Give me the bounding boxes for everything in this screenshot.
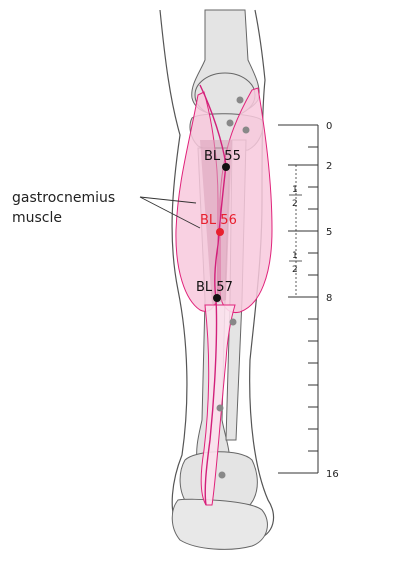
- annotation-leader-lower: [139, 196, 201, 229]
- acupoint-label-bl56: BL 56: [200, 213, 237, 228]
- meridian-line: [199, 84, 227, 506]
- scale-label-0: 0: [326, 121, 332, 132]
- fraction-bottom-den: 2: [292, 265, 298, 275]
- scale-label-16: 16: [326, 469, 339, 480]
- landmark-dot-lower-fibula: [216, 404, 224, 412]
- fraction-top-num: 1: [292, 185, 298, 195]
- muscle-annotation: gastrocnemius muscle: [12, 190, 201, 229]
- acupoint-label-bl57: BL 57: [196, 280, 233, 295]
- scale-label-2: 2: [326, 161, 332, 172]
- acupoint-dot-bl57: [213, 294, 221, 302]
- acupoints: BL 55 BL 56 BL 57: [196, 149, 241, 302]
- achilles-tendon: [200, 304, 236, 506]
- landmark-dot-mid-fibula: [229, 318, 237, 326]
- scale-label-8: 8: [326, 293, 332, 304]
- landmark-dot-ankle: [218, 471, 226, 479]
- annotation-leader-upper: [139, 196, 197, 204]
- gastrocnemius-muscle: [175, 87, 273, 506]
- fraction-bottom-num: 1: [292, 251, 298, 261]
- landmark-dot-tibia-head-right: [242, 126, 250, 134]
- landmark-dots: [216, 96, 250, 479]
- acupoint-dot-bl56: [216, 228, 224, 236]
- scale-minor-ticks: [308, 146, 318, 452]
- landmark-dot-tibia-head-left: [226, 119, 234, 127]
- annotation-line1: gastrocnemius: [12, 190, 115, 206]
- fraction-top-den: 2: [292, 199, 298, 209]
- heel-bone: [171, 498, 268, 550]
- acupoint-dot-bl55: [222, 163, 230, 171]
- scale-label-5: 5: [326, 227, 332, 238]
- proportion-scale: 1 2 1 2 0 2 5 8 16: [278, 121, 339, 480]
- annotation-line2: muscle: [12, 210, 62, 226]
- landmark-dot-knee: [236, 96, 244, 104]
- acupoint-label-bl55: BL 55: [204, 149, 241, 164]
